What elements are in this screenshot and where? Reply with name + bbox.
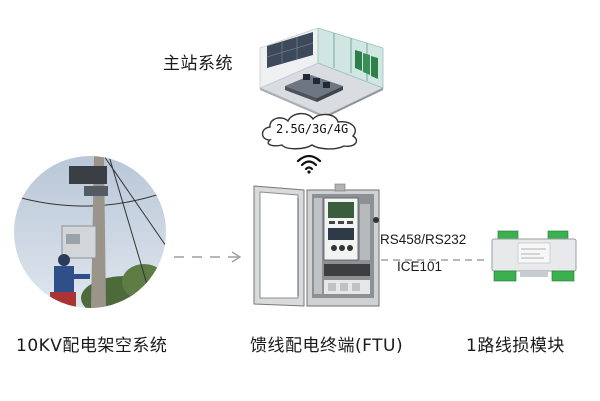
module-label: 1路线损模块 xyxy=(466,336,565,356)
network-label: 2.5G/3G/4G xyxy=(276,122,349,136)
wifi-signal-icon xyxy=(296,152,322,174)
protocol-serial-label: RS458/RS232 xyxy=(380,232,467,247)
dashed-arrow xyxy=(172,248,244,263)
line-loss-module-image xyxy=(488,225,580,285)
ftu-cabinet-image xyxy=(252,180,382,310)
ftu-label: 馈线配电终端(FTU) xyxy=(250,336,404,356)
master-station-label: 主站系统 xyxy=(163,54,233,74)
pole-photo xyxy=(14,156,166,308)
master-station-image xyxy=(255,27,385,118)
cloud-icon xyxy=(256,110,364,150)
connection-line xyxy=(381,250,485,261)
protocol-iec-label: ICE101 xyxy=(397,259,443,274)
pole-label: 10KV配电架空系统 xyxy=(16,336,168,356)
